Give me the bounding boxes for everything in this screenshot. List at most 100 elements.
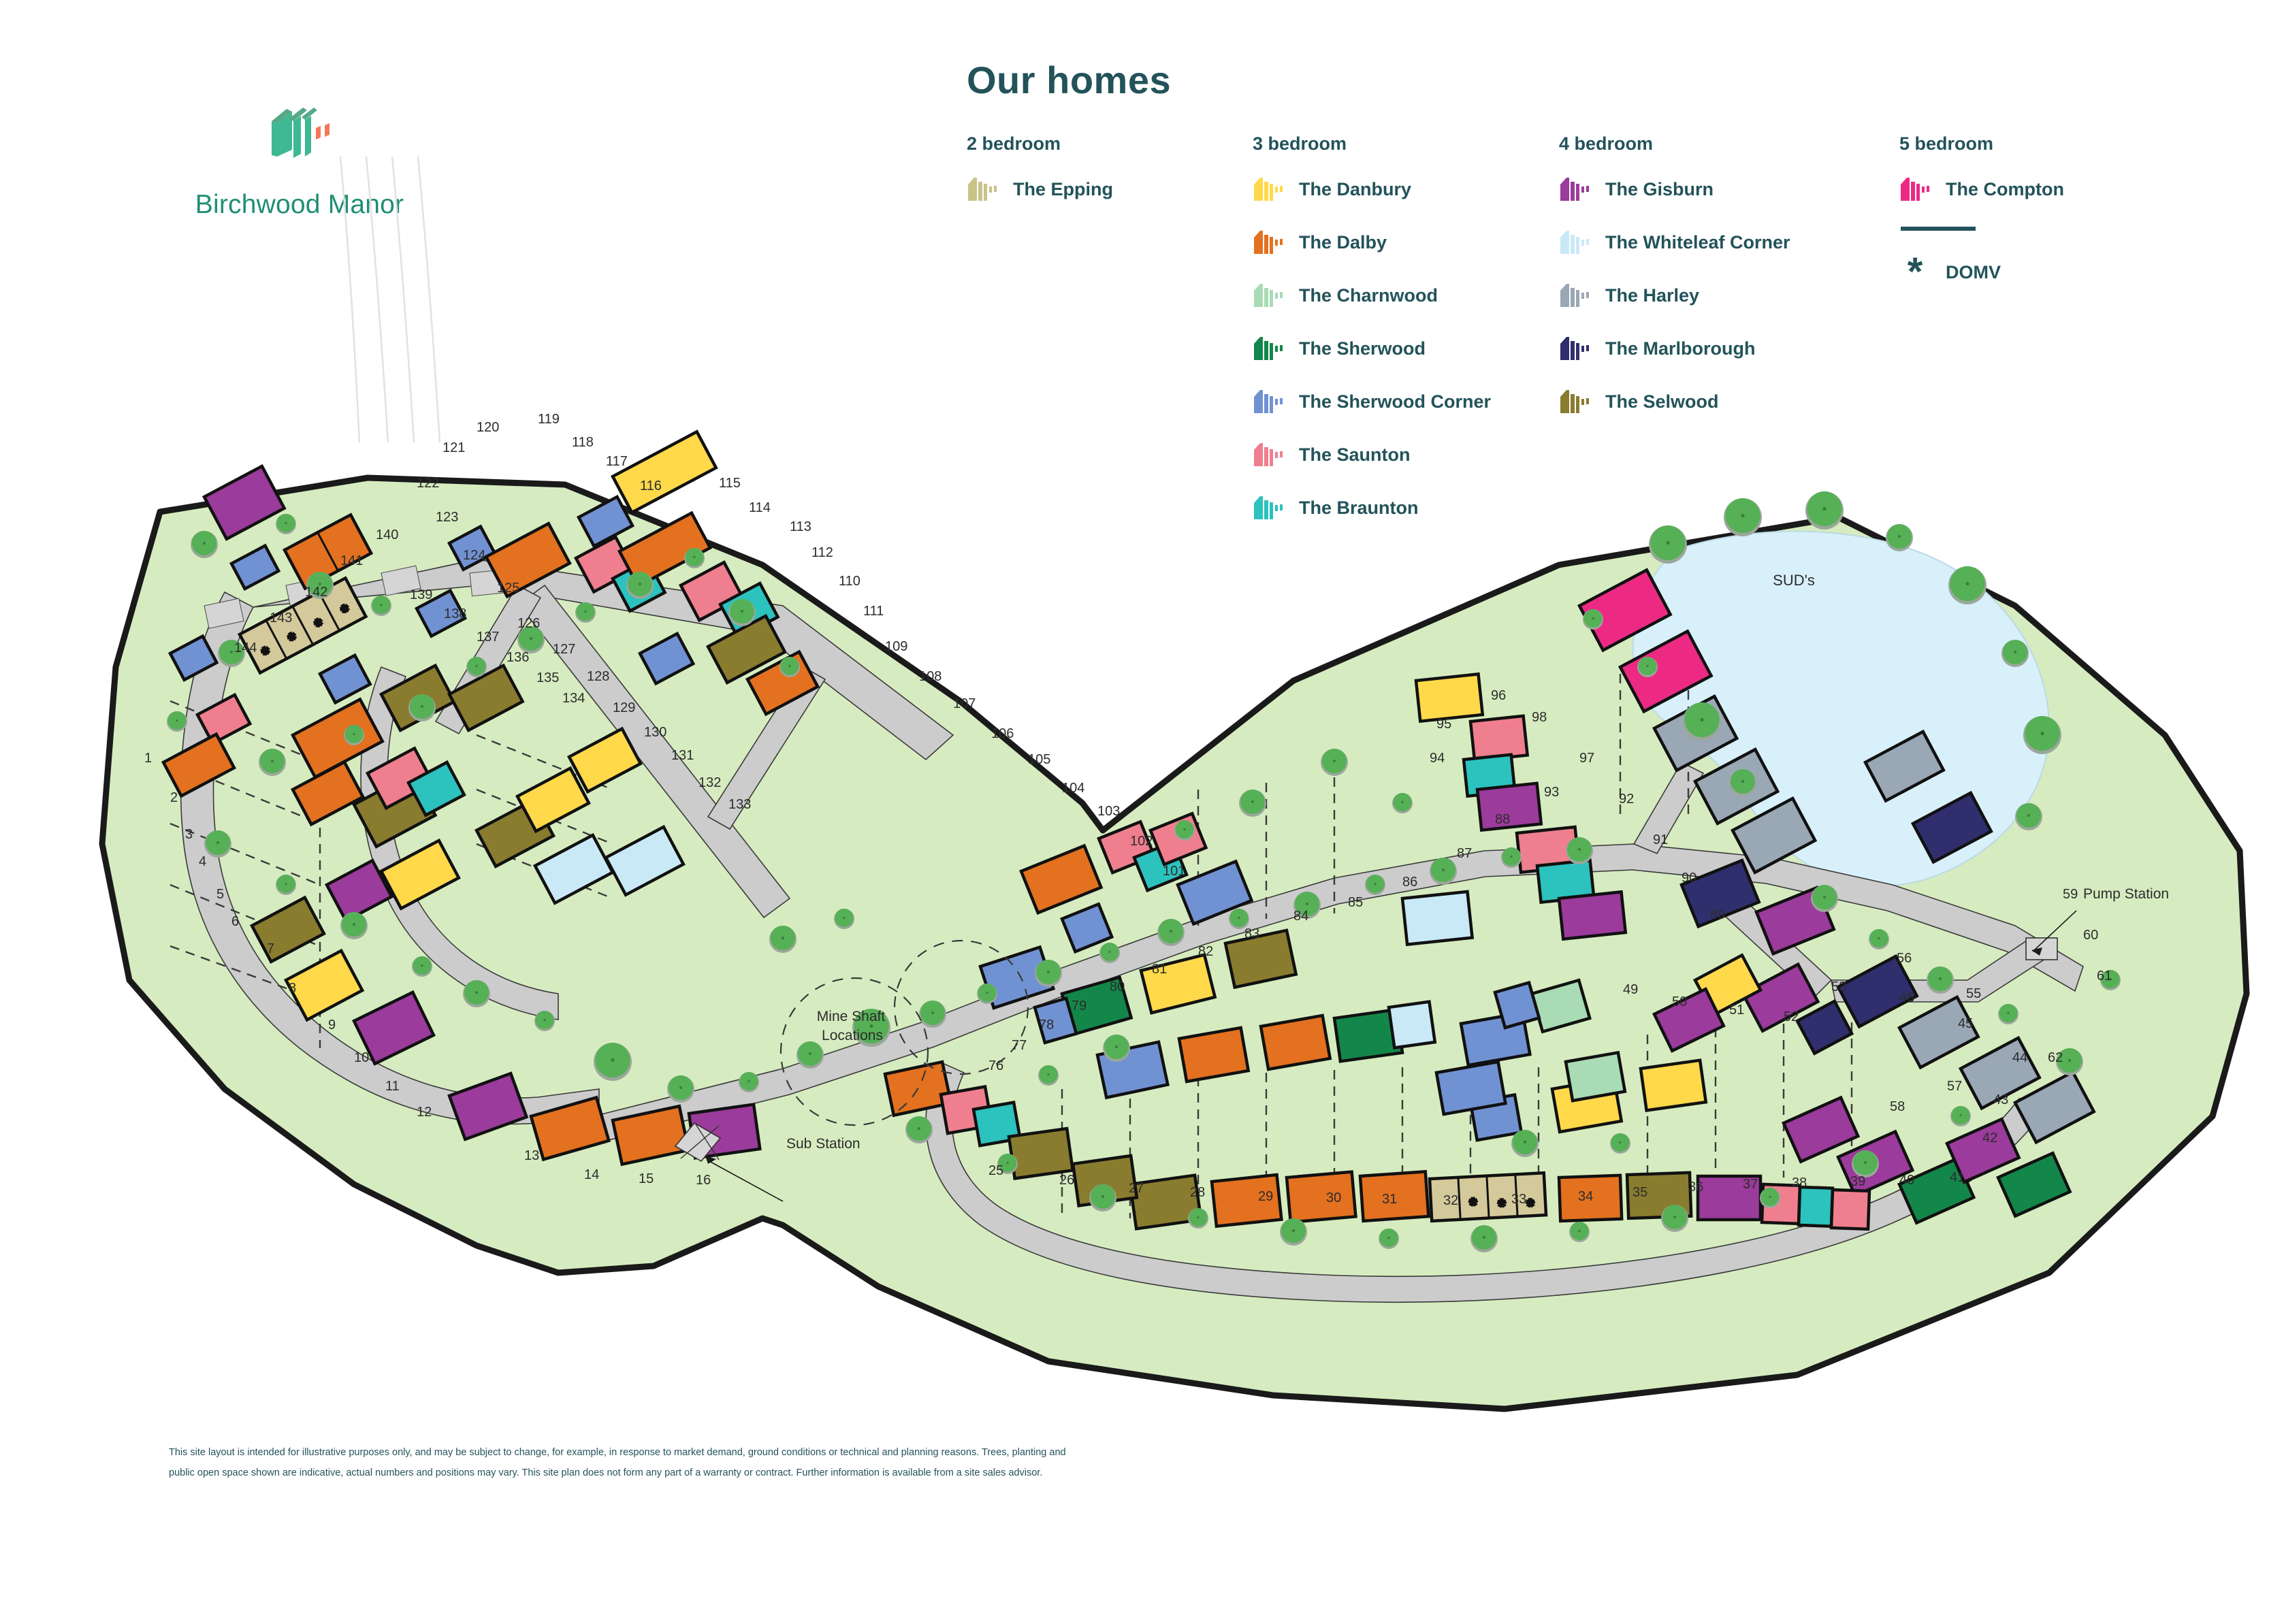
house-plot[interactable] — [576, 494, 635, 549]
legend-column-5-bedroom: 5 bedroom The Compton * DOMV — [1899, 133, 2185, 292]
legend-item-the-braunton[interactable]: The Braunton — [1253, 491, 1559, 525]
house-plot[interactable] — [1176, 859, 1254, 926]
legend-item-the-compton[interactable]: The Compton — [1899, 172, 2185, 206]
house-plot[interactable] — [566, 726, 643, 794]
house-plot[interactable] — [324, 858, 394, 924]
house-plot[interactable] — [414, 588, 468, 638]
house-plot[interactable] — [1829, 1188, 1871, 1231]
house-plot[interactable] — [1958, 1035, 2042, 1111]
house-plot[interactable] — [1033, 996, 1078, 1045]
site-plan-svg[interactable]: SUD's — [0, 381, 2284, 1497]
house-plot[interactable] — [611, 1104, 691, 1167]
legend-item-the-marlborough[interactable]: The Marlborough — [1559, 331, 1899, 366]
house-plot[interactable] — [515, 766, 591, 834]
house-plot[interactable] — [1007, 1126, 1075, 1180]
house-plot[interactable] — [406, 760, 466, 817]
house-plot[interactable] — [202, 464, 287, 541]
house-plot[interactable] — [1223, 928, 1298, 990]
house-plot[interactable] — [529, 1095, 611, 1162]
house-plot[interactable] — [195, 692, 253, 746]
legend-item-the-whiteleaf-corner[interactable]: The Whiteleaf Corner — [1559, 225, 1899, 259]
house-plot[interactable] — [1400, 890, 1475, 947]
legend-item-the-danbury[interactable]: The Danbury — [1253, 172, 1559, 206]
house-plot[interactable] — [1740, 962, 1820, 1033]
legend-item-the-harley[interactable]: The Harley — [1559, 278, 1899, 312]
house-plot[interactable] — [1139, 953, 1217, 1015]
site-plan-map[interactable]: SUD's — [0, 381, 2284, 1497]
house-plot[interactable] — [1387, 1000, 1437, 1050]
house-plot[interactable] — [1060, 902, 1114, 954]
house-plot[interactable] — [1414, 672, 1485, 724]
house-plot[interactable] — [617, 510, 713, 589]
legend-item-the-dalby[interactable]: The Dalby — [1253, 225, 1559, 259]
house-plot[interactable] — [167, 634, 219, 682]
legend-item-domv[interactable]: * DOMV — [1899, 253, 2185, 292]
house-plot[interactable] — [1945, 1117, 2021, 1184]
house-plot[interactable] — [351, 990, 436, 1066]
svg-text:34: 34 — [1578, 1189, 1593, 1204]
house-plot[interactable] — [1652, 987, 1726, 1053]
house-plot[interactable] — [1285, 1170, 1357, 1224]
house-plot[interactable] — [1797, 1185, 1835, 1228]
house-plot[interactable] — [637, 631, 696, 686]
house-plot[interactable] — [1730, 796, 1818, 875]
house-plot[interactable] — [532, 832, 615, 905]
house-plot[interactable] — [229, 543, 281, 591]
svg-text:119: 119 — [538, 412, 560, 427]
house-plot[interactable] — [1564, 1050, 1627, 1103]
house-plot[interactable] — [1177, 1026, 1251, 1084]
house-plot[interactable] — [1679, 858, 1761, 929]
house-plot[interactable] — [1557, 1173, 1624, 1223]
house-plot[interactable] — [1493, 980, 1541, 1030]
house-plot[interactable] — [447, 1071, 529, 1141]
house-plot[interactable] — [283, 948, 365, 1022]
house-plot[interactable] — [1835, 954, 1919, 1029]
legend-item-the-selwood[interactable]: The Selwood — [1559, 385, 1899, 419]
house-plot[interactable] — [1782, 1095, 1861, 1164]
house-plot[interactable] — [1128, 1173, 1203, 1231]
legend-column-2-bedroom: 2 bedroom The Epping — [967, 133, 1253, 225]
svg-text:13: 13 — [524, 1148, 539, 1163]
house-plot-compton[interactable] — [1618, 629, 1714, 714]
house-plot[interactable] — [1795, 998, 1854, 1056]
svg-text:35: 35 — [1632, 1185, 1647, 1200]
house-plot[interactable] — [610, 429, 718, 515]
house-plot[interactable] — [1468, 714, 1530, 763]
house-plot[interactable] — [971, 1100, 1023, 1148]
house-plot[interactable] — [1019, 843, 1104, 915]
house-plot[interactable] — [1475, 781, 1543, 832]
house-plot[interactable] — [290, 760, 366, 827]
house-plot[interactable] — [447, 524, 497, 572]
house-plot[interactable] — [483, 521, 572, 599]
legend-item-the-gisburn[interactable]: The Gisburn — [1559, 172, 1899, 206]
house-plot[interactable] — [1863, 729, 1946, 803]
legend-item-the-charnwood[interactable]: The Charnwood — [1253, 278, 1559, 312]
house-plot[interactable] — [1910, 790, 1993, 864]
house-plot[interactable] — [1358, 1169, 1430, 1223]
legend-item-the-sherwood[interactable]: The Sherwood — [1253, 331, 1559, 366]
svg-text:62: 62 — [2048, 1050, 2063, 1065]
legend-item-the-sherwood-corner[interactable]: The Sherwood Corner — [1253, 385, 1559, 419]
house-plot[interactable] — [1434, 1060, 1507, 1116]
house-plot[interactable] — [745, 649, 820, 717]
house-plot[interactable] — [249, 895, 326, 964]
house-plot[interactable] — [1557, 890, 1628, 941]
house-plot[interactable] — [1996, 1151, 2072, 1218]
house-plot[interactable] — [290, 697, 385, 779]
house-plot[interactable] — [379, 838, 461, 911]
legend-item-the-epping[interactable]: The Epping — [967, 172, 1253, 206]
house-plot[interactable] — [2012, 1069, 2096, 1145]
house-plot[interactable] — [365, 746, 436, 811]
house-plot[interactable] — [447, 663, 525, 733]
legend-item-the-saunton[interactable]: The Saunton — [1253, 438, 1559, 472]
house-plot[interactable] — [705, 613, 787, 685]
house-plot[interactable] — [603, 824, 686, 897]
house-plot[interactable] — [1897, 994, 1980, 1070]
house-plot[interactable] — [1210, 1173, 1283, 1229]
house-plot[interactable] — [161, 732, 237, 798]
house-plot[interactable] — [317, 653, 372, 705]
svg-text:133: 133 — [728, 797, 751, 812]
house-plot[interactable] — [1259, 1013, 1332, 1071]
house-plot[interactable] — [1639, 1058, 1708, 1112]
